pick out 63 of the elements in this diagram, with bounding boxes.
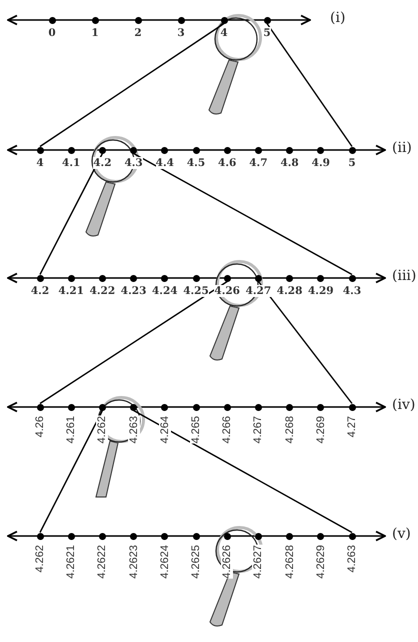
tick-label: 4.2628 xyxy=(284,544,296,578)
tick-label: 4.5 xyxy=(186,156,206,168)
tick-label: 4.22 xyxy=(90,284,116,296)
tick-label: 4.29 xyxy=(308,284,334,296)
tick-label: 4.266 xyxy=(221,416,234,444)
zoom-line xyxy=(40,22,224,148)
tick-label: 4.2626 xyxy=(221,544,234,578)
tick-label: 4.8 xyxy=(280,156,299,168)
tick-label: 1 xyxy=(91,26,99,38)
tick-label: 4.268 xyxy=(284,416,296,444)
zoom-line xyxy=(258,281,353,404)
tick-label: 4.2625 xyxy=(190,544,202,578)
tick-label: 4.262 xyxy=(96,416,108,444)
line-label: (v) xyxy=(392,526,411,542)
tick-label: 4.28 xyxy=(276,284,302,296)
tick-label: 4.3 xyxy=(342,284,362,296)
tick-label: 4.26 xyxy=(34,416,46,437)
tick-label: 4.263 xyxy=(346,544,358,572)
tick-label: 5 xyxy=(348,156,356,168)
zoom-line xyxy=(266,23,353,147)
tick-label: 4.1 xyxy=(62,156,80,168)
zoom-line xyxy=(39,153,104,275)
tick-label: 4.269 xyxy=(314,416,327,444)
tick-label: 4.27 xyxy=(346,416,358,437)
zoom-line xyxy=(133,410,352,534)
line-label: (iv) xyxy=(392,397,416,413)
tick-label: 4.267 xyxy=(252,416,264,444)
tick-label: 3 xyxy=(177,26,185,38)
tick-label: 4 xyxy=(36,156,44,168)
zoom-line xyxy=(39,410,104,533)
line-label: (i) xyxy=(330,10,346,26)
tick-label: 4.24 xyxy=(152,284,178,296)
tick-label: 4.2621 xyxy=(65,544,78,578)
line-label: (iii) xyxy=(392,268,416,284)
tick-label: 4.265 xyxy=(190,416,202,444)
tick-label: 4.2 xyxy=(93,156,112,168)
tick-label: 4.21 xyxy=(58,284,84,296)
tick-label: 4.7 xyxy=(249,156,268,168)
tick-label: 4.262 xyxy=(34,544,46,572)
tick-label: 4.9 xyxy=(312,156,330,168)
tick-label: 4.2627 xyxy=(252,544,264,578)
tick-label: 2 xyxy=(134,26,142,38)
zoom-line xyxy=(40,280,228,404)
tick-label: 4.2623 xyxy=(128,544,140,578)
tick-label: 0 xyxy=(48,26,56,38)
tick-label: 4.4 xyxy=(156,156,174,168)
tick-label: 4.2 xyxy=(30,284,50,296)
tick-label: 4.23 xyxy=(120,284,146,296)
zoom-line xyxy=(133,152,352,276)
tick-label: 4.261 xyxy=(65,416,78,444)
tick-label: 5 xyxy=(263,26,271,38)
tick-label: 4.3 xyxy=(124,156,143,168)
tick-label: 4.2629 xyxy=(314,544,327,578)
tick-label: 4.2624 xyxy=(158,544,171,578)
tick-label: 4.27 xyxy=(246,284,272,296)
line-label: (ii) xyxy=(392,140,412,156)
tick-label: 4 xyxy=(220,26,228,38)
tick-label: 4.26 xyxy=(214,284,240,296)
tick-label: 4.2622 xyxy=(96,544,108,578)
tick-label: 4.264 xyxy=(158,416,171,444)
tick-label: 4.25 xyxy=(183,284,209,296)
tick-label: 4.6 xyxy=(218,156,236,168)
tick-label: 4.263 xyxy=(128,416,140,444)
